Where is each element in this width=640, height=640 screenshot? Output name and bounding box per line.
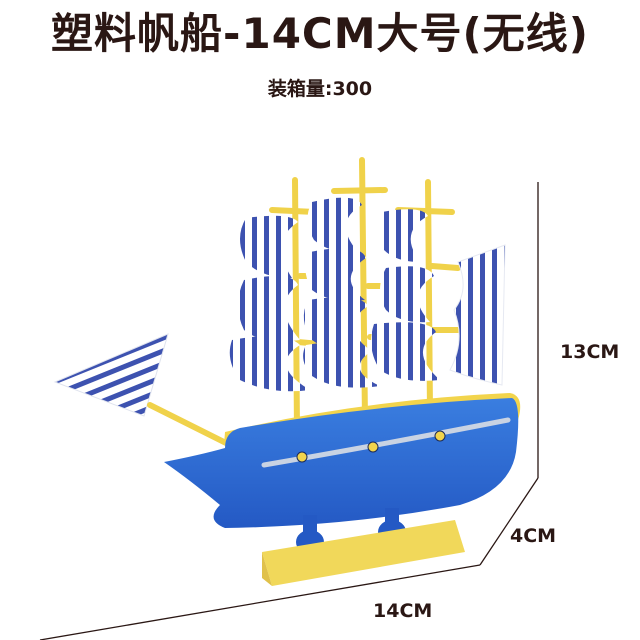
ship-stand xyxy=(262,508,465,586)
depth-dimension-label: 4CM xyxy=(510,525,557,547)
ship-hull xyxy=(164,393,521,528)
width-dimension-label: 14CM xyxy=(373,600,433,622)
masts xyxy=(269,157,468,435)
bow-flag xyxy=(53,333,233,448)
dimension-lines xyxy=(39,182,539,640)
sails xyxy=(229,197,506,392)
packing-quantity: 装箱量:300 xyxy=(267,78,373,100)
height-dimension-label: 13CM xyxy=(560,341,620,363)
product-title: 塑料帆船-14CM大号(无线) xyxy=(51,9,589,58)
